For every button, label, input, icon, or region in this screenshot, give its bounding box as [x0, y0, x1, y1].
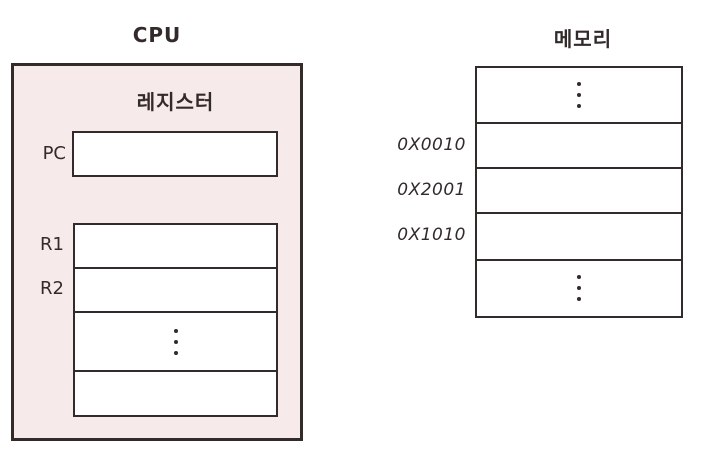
- register-cell-r1: [75, 225, 276, 267]
- memory-address-label: 0X1010: [397, 225, 466, 245]
- cpu-title: CPU: [132, 23, 182, 47]
- memory-address-label: 0X0010: [397, 135, 466, 155]
- memory-cell-more-bottom: [477, 258, 681, 316]
- register-stack: [73, 223, 278, 417]
- pc-register-cell: [72, 131, 278, 177]
- memory-cell-0x1010: [477, 212, 681, 259]
- memory-address-label: 0X2001: [397, 180, 466, 200]
- vertical-ellipsis-icon: [75, 313, 276, 370]
- register-cell-more: [75, 311, 276, 370]
- memory-table: [475, 66, 683, 318]
- pc-register-label: PC: [42, 143, 66, 164]
- register-heading: 레지스터: [136, 90, 215, 114]
- memory-title: 메모리: [553, 27, 613, 51]
- memory-cell-0x2001: [477, 167, 681, 212]
- vertical-ellipsis-icon: [477, 68, 681, 122]
- memory-cell-more-top: [477, 68, 681, 122]
- r1-register-label: R1: [40, 234, 64, 255]
- memory-cell-0x0010: [477, 122, 681, 167]
- r2-register-label: R2: [40, 278, 64, 299]
- register-cell-empty: [75, 370, 276, 415]
- register-cell-r2: [75, 266, 276, 312]
- vertical-ellipsis-icon: [477, 261, 681, 316]
